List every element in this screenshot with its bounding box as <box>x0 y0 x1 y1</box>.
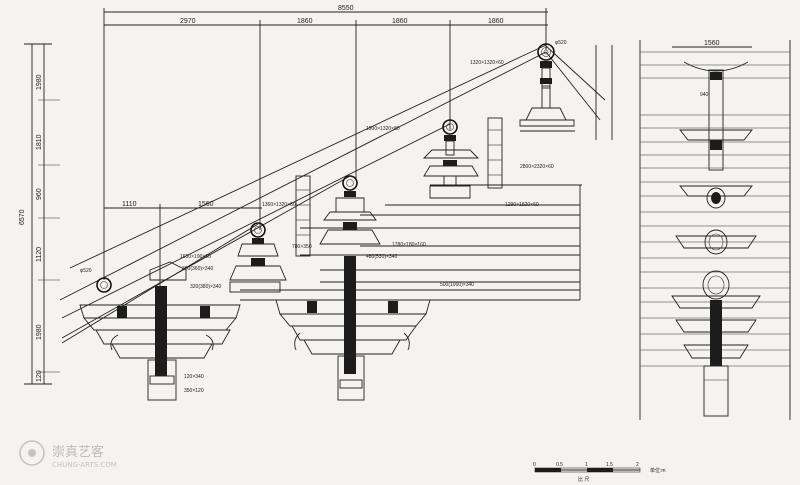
side-dim-width: 1560 <box>704 40 720 47</box>
purlin-assembly-3: 1780×180×160 500(1000)×340 1360×1320×80 <box>262 175 474 288</box>
dim-height-6: 120 <box>36 370 43 382</box>
scale-tick-2: 1 <box>585 462 588 468</box>
dim-height-3: 960 <box>36 188 43 200</box>
label-beam-7: 1360×1320×80 <box>262 202 296 208</box>
label-beam-10: 1650×190×60 <box>180 254 211 260</box>
dim-total-width: 8550 <box>338 5 354 12</box>
center-bracket-set: 480(530)×340 <box>275 254 431 401</box>
side-section-view: 1560 940 <box>595 40 791 420</box>
roof-slope-lines <box>59 44 606 344</box>
scale-unit: 单位:m <box>650 467 666 474</box>
dim-mid-1: 1110 <box>122 201 137 208</box>
scale-tick-4: 2 <box>636 462 639 468</box>
label-bracket-1: 300(360)×340 <box>182 266 213 272</box>
scale-bar: 0 0.5 1 1.5 2 比 尺 单位:m <box>533 462 666 483</box>
left-dimension-chain: 6570 1980 1810 960 1120 1980 120 <box>19 43 60 385</box>
label-beam-2: 1900×1320×80 <box>366 126 400 132</box>
dim-span-1: 2970 <box>180 18 196 25</box>
watermark-text: 崇真艺客 <box>52 444 104 460</box>
scale-tick-1: 0.5 <box>556 462 563 468</box>
label-beam-9: 780×350 <box>292 244 312 250</box>
dim-height-4: 1120 <box>36 247 43 262</box>
dim-span-3: 1860 <box>392 18 408 25</box>
eave-purlin: φ520 <box>80 268 112 293</box>
watermark-subtext: CHUNG-ARTS.COM <box>52 461 117 469</box>
dim-span-2: 1860 <box>297 18 313 25</box>
left-bracket-set: 120×340 350×120 300(360)×340 <box>79 266 241 401</box>
label-column-2: 350×120 <box>184 388 204 394</box>
scale-caption: 比 尺 <box>578 476 589 483</box>
label-beam-11: 320(380)×340 <box>190 284 221 290</box>
watermark: 崇真艺客 CHUNG-ARTS.COM <box>19 440 117 469</box>
label-beam-5: 1780×180×160 <box>392 242 426 248</box>
label-ridge-diameter: φ520 <box>555 40 567 46</box>
label-beam-3: 2800×2320×60 <box>520 164 554 170</box>
top-dimension-chain: 8550 2970 1860 1860 1860 <box>103 5 548 280</box>
dim-height-2: 1810 <box>36 134 43 150</box>
label-column-1: 120×340 <box>184 374 204 380</box>
label-beam-6: 500(1000)×340 <box>440 282 474 288</box>
dim-height-1: 1980 <box>36 74 43 90</box>
dim-height-5: 1980 <box>36 324 43 340</box>
dim-total-height: 6570 <box>19 209 26 225</box>
scale-tick-3: 1.5 <box>606 462 613 468</box>
purlin-assembly-2: 1900×1320×80 2800×2320×60 1290×1820×60 <box>366 117 554 208</box>
label-ridge-beam: 1320×1320×60 <box>470 60 504 66</box>
purlin-assembly-4: 780×350 1650×190×60 320(380)×340 <box>149 222 312 293</box>
label-eave-diameter: φ520 <box>80 268 92 274</box>
label-bracket-2: 480(530)×340 <box>366 254 397 260</box>
label-beam-4: 1290×1820×60 <box>505 202 539 208</box>
ridge-assembly: φ520 1320×1320×60 <box>470 40 575 132</box>
scale-tick-0: 0 <box>533 462 536 468</box>
dim-span-4: 1860 <box>488 18 504 25</box>
side-dim-inner: 940 <box>700 92 709 98</box>
